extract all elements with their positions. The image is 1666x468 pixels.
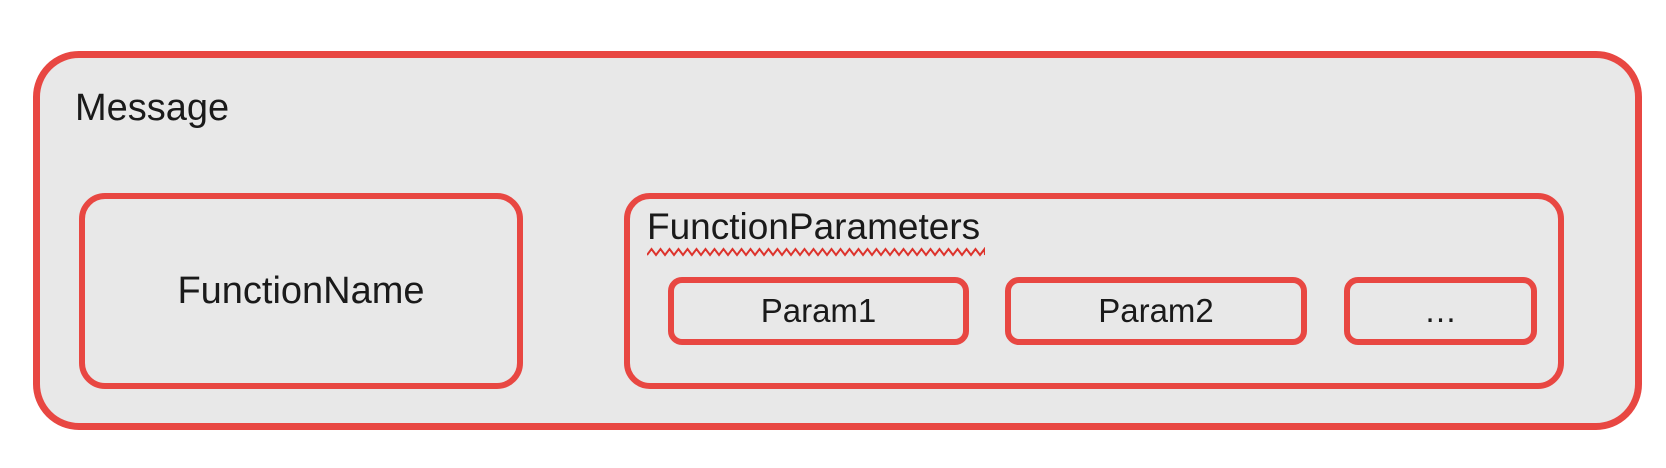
- message-label: Message: [75, 87, 230, 129]
- param1-label: Param1: [760, 292, 877, 329]
- param1-box: Param1: [668, 277, 969, 345]
- more-params-box: …: [1344, 277, 1537, 345]
- spellcheck-squiggle-underline: [647, 247, 985, 257]
- param2-label: Param2: [1098, 292, 1214, 329]
- function-parameters-label: FunctionParameters: [647, 206, 981, 247]
- message-container: Message FunctionName FunctionParameters …: [33, 51, 1642, 430]
- function-parameters-box: FunctionParameters Param1 Param2 …: [624, 193, 1564, 389]
- param2-box: Param2: [1005, 277, 1307, 345]
- function-name-box: FunctionName: [79, 193, 523, 389]
- function-parameters-header: FunctionParameters: [647, 208, 985, 257]
- function-name-label: FunctionName: [177, 269, 425, 312]
- more-params-ellipsis-label: …: [1424, 292, 1457, 329]
